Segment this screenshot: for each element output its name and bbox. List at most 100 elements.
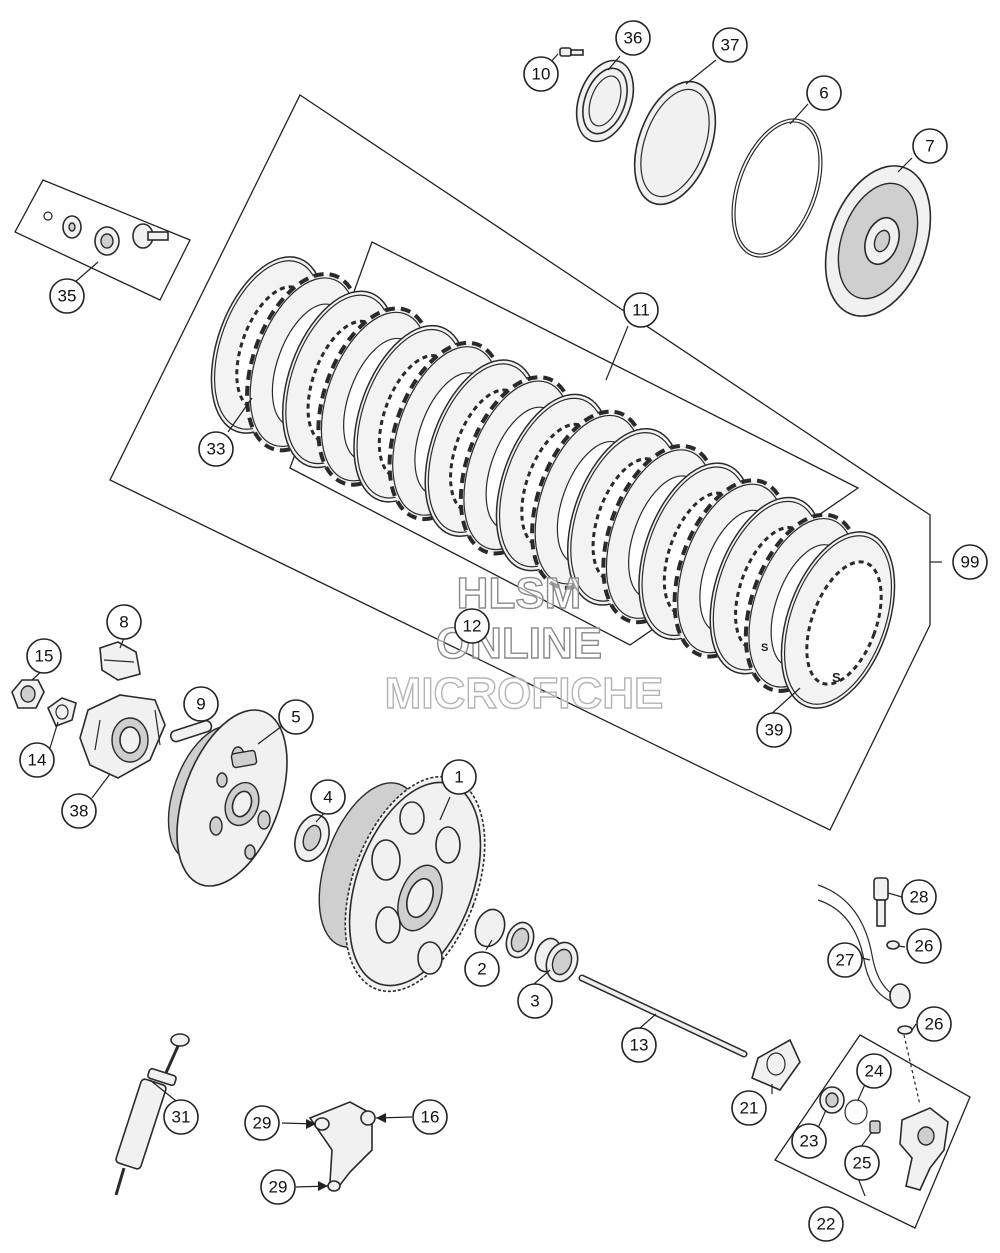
svg-text:26: 26 bbox=[925, 1015, 944, 1034]
bolt-10 bbox=[559, 47, 584, 57]
svg-text:29: 29 bbox=[253, 1114, 272, 1133]
svg-text:12: 12 bbox=[463, 617, 482, 636]
callout-29-upper[interactable]: 29 bbox=[244, 1105, 280, 1141]
callout-36[interactable]: 36 bbox=[615, 20, 651, 56]
callout-23[interactable]: 23 bbox=[791, 1123, 827, 1159]
svg-text:21: 21 bbox=[740, 1099, 759, 1118]
svg-text:8: 8 bbox=[119, 613, 128, 632]
bleed-adapter-16 bbox=[308, 1101, 376, 1192]
callout-14[interactable]: 14 bbox=[19, 742, 55, 778]
callout-9[interactable]: 9 bbox=[183, 686, 219, 722]
svg-text:11: 11 bbox=[632, 301, 650, 320]
callout-7[interactable]: 7 bbox=[912, 128, 948, 164]
svg-text:29: 29 bbox=[269, 1178, 288, 1197]
callout-4[interactable]: 4 bbox=[310, 779, 346, 815]
slave-piston-23 bbox=[819, 1086, 845, 1114]
svg-text:22: 22 bbox=[817, 1215, 836, 1234]
push-rod-13 bbox=[578, 974, 748, 1058]
leader-arrowheads bbox=[306, 1113, 386, 1191]
callout-31[interactable]: 31 bbox=[163, 1099, 199, 1135]
callout-15[interactable]: 15 bbox=[26, 638, 62, 674]
callout-26-lower[interactable]: 26 bbox=[916, 1006, 952, 1042]
callout-6[interactable]: 6 bbox=[806, 75, 842, 111]
callout-38[interactable]: 38 bbox=[61, 793, 97, 829]
plate-mark-s: S bbox=[832, 670, 841, 685]
callout-28[interactable]: 28 bbox=[901, 879, 937, 915]
svg-text:28: 28 bbox=[910, 888, 929, 907]
watermark: HLSM ONLINE MICROFICHE bbox=[384, 568, 664, 718]
callout-5[interactable]: 5 bbox=[278, 699, 314, 735]
spring-clip-8 bbox=[99, 641, 141, 681]
callout-29-lower[interactable]: 29 bbox=[260, 1169, 296, 1205]
kit-99-frame bbox=[109, 94, 931, 831]
spring-25 bbox=[869, 1120, 881, 1134]
thrust-washer-4 bbox=[294, 813, 330, 863]
outer-basket-5 bbox=[167, 709, 288, 887]
svg-text:15: 15 bbox=[35, 647, 54, 666]
sleeve-3 bbox=[534, 937, 579, 983]
svg-text:9: 9 bbox=[196, 695, 205, 714]
callout-13[interactable]: 13 bbox=[621, 1027, 657, 1063]
callout-33[interactable]: 33 bbox=[198, 431, 234, 467]
watermark-line-3: MICROFICHE bbox=[385, 669, 664, 718]
kit-35-frame bbox=[14, 179, 191, 301]
svg-text:3: 3 bbox=[530, 992, 539, 1011]
callout-24[interactable]: 24 bbox=[856, 1053, 892, 1089]
plate-mark-s: S bbox=[761, 642, 768, 654]
circlip-35 bbox=[43, 211, 53, 221]
leader-lines bbox=[31, 53, 942, 1197]
callout-26-upper[interactable]: 26 bbox=[906, 928, 942, 964]
callout-11[interactable]: 11 bbox=[623, 292, 659, 328]
callout-35[interactable]: 35 bbox=[49, 278, 85, 314]
svg-text:10: 10 bbox=[532, 65, 551, 84]
wire-ring-6 bbox=[731, 118, 823, 258]
callout-10[interactable]: 10 bbox=[523, 56, 559, 92]
svg-text:39: 39 bbox=[765, 721, 784, 740]
svg-text:14: 14 bbox=[28, 751, 47, 770]
callout-27[interactable]: 27 bbox=[827, 942, 863, 978]
svg-text:99: 99 bbox=[961, 553, 980, 572]
svg-text:37: 37 bbox=[721, 36, 740, 55]
inner-hub-38 bbox=[79, 694, 166, 779]
svg-text:5: 5 bbox=[291, 708, 300, 727]
svg-text:26: 26 bbox=[915, 937, 934, 956]
plate-marks: S S bbox=[761, 642, 841, 685]
primary-gear-1 bbox=[318, 775, 486, 993]
part-35-assembly bbox=[43, 211, 169, 256]
nut-15 bbox=[11, 679, 45, 709]
callout-3[interactable]: 3 bbox=[517, 983, 553, 1019]
svg-text:23: 23 bbox=[800, 1132, 819, 1151]
bearing-35-core bbox=[100, 233, 114, 249]
callout-37[interactable]: 37 bbox=[712, 27, 748, 63]
svg-text:13: 13 bbox=[630, 1036, 649, 1055]
svg-text:1: 1 bbox=[454, 768, 463, 787]
bearing-ring-36 bbox=[575, 59, 635, 143]
assembly-axis-22 bbox=[903, 1034, 921, 1106]
svg-text:16: 16 bbox=[421, 1108, 440, 1127]
callout-1[interactable]: 1 bbox=[441, 759, 477, 795]
lock-washer-14 bbox=[47, 697, 77, 728]
svg-text:24: 24 bbox=[865, 1062, 884, 1081]
callout-99[interactable]: 99 bbox=[952, 544, 988, 580]
callout-39[interactable]: 39 bbox=[756, 712, 792, 748]
callout-2[interactable]: 2 bbox=[464, 951, 500, 987]
pin-35-shaft bbox=[147, 231, 169, 241]
clutch-plate-stack bbox=[210, 256, 896, 709]
callout-21[interactable]: 21 bbox=[731, 1090, 767, 1126]
hydraulic-line-27 bbox=[817, 884, 911, 1009]
callout-8[interactable]: 8 bbox=[106, 604, 142, 640]
svg-text:38: 38 bbox=[70, 802, 89, 821]
callout-16[interactable]: 16 bbox=[412, 1099, 448, 1135]
svg-text:27: 27 bbox=[836, 951, 855, 970]
steel-plate bbox=[780, 531, 896, 709]
callout-25[interactable]: 25 bbox=[844, 1145, 880, 1181]
callout-22[interactable]: 22 bbox=[808, 1206, 844, 1242]
callout-12[interactable]: 12 bbox=[454, 608, 490, 644]
slave-cylinder-22 bbox=[899, 1107, 949, 1191]
svg-text:35: 35 bbox=[58, 287, 77, 306]
bleed-screw-28 bbox=[873, 877, 889, 927]
gasket-21 bbox=[751, 1038, 801, 1091]
pin-9 bbox=[169, 719, 213, 743]
svg-text:33: 33 bbox=[207, 440, 226, 459]
